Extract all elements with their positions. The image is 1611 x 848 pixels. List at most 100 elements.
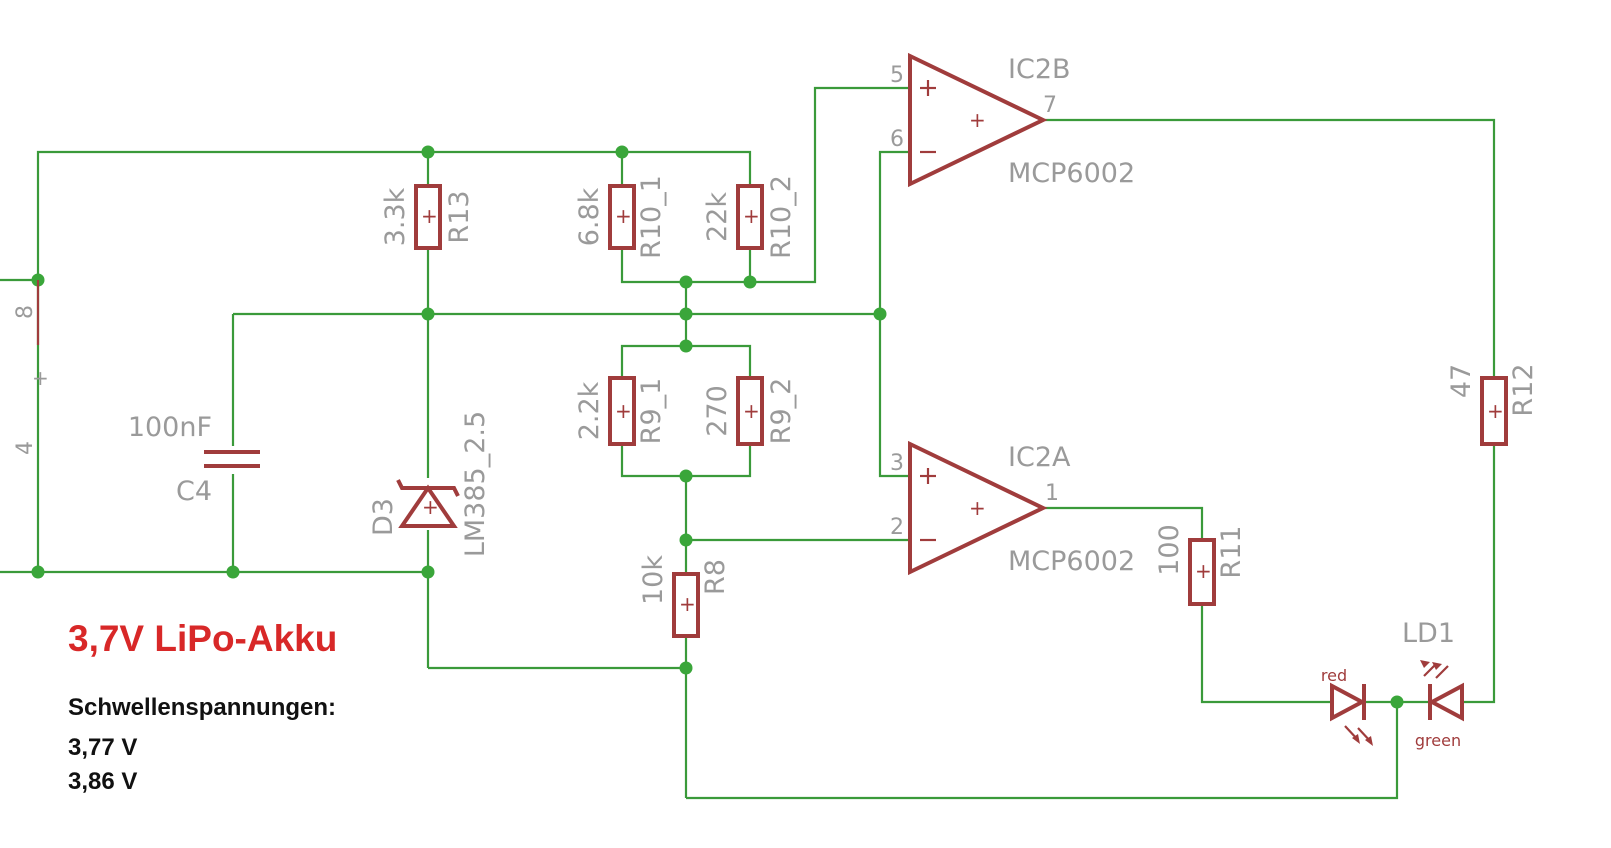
resistor-r9-2: + 270 R9_2 (702, 376, 797, 446)
resistor-r8: + 10k R8 (638, 555, 731, 638)
opamp-triangle (908, 52, 1048, 188)
led-green-arrowhead (1432, 662, 1442, 670)
wire-r12-led (1462, 444, 1496, 704)
wire-to-ic2b-plus (750, 86, 912, 284)
resistor-r12: + 47 R12 (1446, 363, 1539, 446)
led-green-triangle (1427, 682, 1464, 722)
resistor-r9-1: + 2.2k R9_1 (574, 376, 667, 446)
junctions (31, 145, 1404, 709)
led-red-arrowhead (1352, 734, 1360, 744)
ic2a-pin-2: 2 (890, 515, 904, 540)
junction (679, 469, 693, 483)
ic2a-pin-3: 3 (890, 451, 904, 476)
junction (679, 533, 693, 547)
junction (679, 307, 693, 321)
r13-name: R13 (444, 190, 475, 243)
battery: + 8 4 (13, 280, 49, 455)
led-red-triangle (1330, 682, 1367, 722)
r9-1-name: R9_1 (636, 378, 667, 445)
ic2b-pin-6: 6 (890, 127, 904, 152)
wire-r11-led (1200, 604, 1330, 704)
led-green-arrowhead (1420, 660, 1430, 668)
resistor-body (672, 572, 700, 638)
opamp-center-plus: + (969, 108, 986, 132)
resistor-body (736, 184, 764, 250)
led-ld1: red green LD1 (1321, 618, 1464, 750)
wire-top-rail (36, 150, 622, 280)
ic2a-name: IC2A (1008, 442, 1071, 473)
opamp-triangle (908, 440, 1048, 576)
r13-value: 3.3k (380, 187, 411, 246)
ic2b-value: MCP6002 (1008, 158, 1135, 189)
r10-1-value: 6.8k (574, 187, 605, 246)
resistor-plus: + (615, 399, 632, 423)
resistor-plus: + (743, 399, 760, 423)
junction (679, 339, 693, 353)
junction (873, 307, 887, 321)
junction (1390, 695, 1404, 709)
ic2a-value: MCP6002 (1008, 546, 1135, 577)
d3-value: LM385_2.5 (460, 411, 491, 557)
resistor-plus: + (679, 592, 696, 616)
junction (421, 145, 435, 159)
resistor-body (1480, 376, 1508, 446)
r9-2-value: 270 (702, 385, 733, 437)
battery-plus-sign: + (32, 366, 49, 390)
junction (679, 275, 693, 289)
led-red-arrowhead (1365, 736, 1373, 746)
ic2a-pin-1: 1 (1045, 481, 1059, 506)
led-green-arrow (1435, 665, 1449, 679)
resistor-plus: + (1487, 399, 1504, 423)
diode-d3: + D3 LM385_2.5 (368, 411, 491, 557)
resistor-body (608, 184, 636, 250)
resistor-body (414, 184, 442, 250)
r8-name: R8 (700, 559, 731, 595)
diode-bar (396, 479, 460, 497)
r12-value: 47 (1446, 364, 1477, 398)
diagram-title: 3,7V LiPo-Akku (68, 618, 338, 659)
wire-ic2a-out (1045, 506, 1204, 540)
r12-name: R12 (1508, 363, 1539, 416)
opamp-ic2b: + 5 6 7 IC2B MCP6002 (890, 52, 1135, 189)
battery-pin-8: 8 (13, 305, 38, 319)
resistor-r13: + 3.3k R13 (380, 184, 475, 250)
r10-1-name: R10_1 (636, 175, 667, 259)
wire-r10-top (622, 150, 752, 186)
r9-1-value: 2.2k (574, 381, 605, 440)
r10-2-value: 22k (702, 192, 733, 242)
junction (31, 565, 45, 579)
junction (743, 275, 757, 289)
c4-value: 100nF (128, 412, 212, 443)
ic2b-pin-5: 5 (890, 63, 904, 88)
junction (421, 565, 435, 579)
battery-pin-4: 4 (13, 441, 38, 455)
wire-ic2b-out (1045, 118, 1496, 378)
capacitor-c4: 100nF C4 (128, 412, 260, 507)
diode-plus: + (422, 495, 439, 519)
resistor-body (1188, 538, 1216, 606)
resistor-plus: + (743, 204, 760, 228)
threshold-value-2: 3,86 V (68, 768, 138, 795)
wire-bottom-return (686, 702, 1399, 800)
resistor-body (608, 376, 636, 446)
led-red-label: red (1321, 666, 1347, 685)
r11-value: 100 (1154, 524, 1185, 576)
r11-name: R11 (1216, 525, 1247, 578)
resistor-plus: + (1195, 559, 1212, 583)
diode-triangle (398, 484, 458, 528)
junction (226, 565, 240, 579)
ic2b-pin-7: 7 (1043, 93, 1057, 118)
resistor-r11: + 100 R11 (1154, 524, 1247, 606)
threshold-heading: Schwellenspannungen: (68, 694, 337, 721)
junction (421, 307, 435, 321)
ic2b-name: IC2B (1008, 54, 1071, 85)
c4-name: C4 (176, 476, 212, 507)
threshold-value-1: 3,77 V (68, 734, 138, 761)
d3-name: D3 (368, 498, 399, 536)
ld1-name: LD1 (1402, 618, 1455, 649)
resistor-r10-1: + 6.8k R10_1 (574, 175, 667, 259)
junction (615, 145, 629, 159)
r10-2-name: R10_2 (766, 175, 797, 259)
junction (679, 661, 693, 675)
